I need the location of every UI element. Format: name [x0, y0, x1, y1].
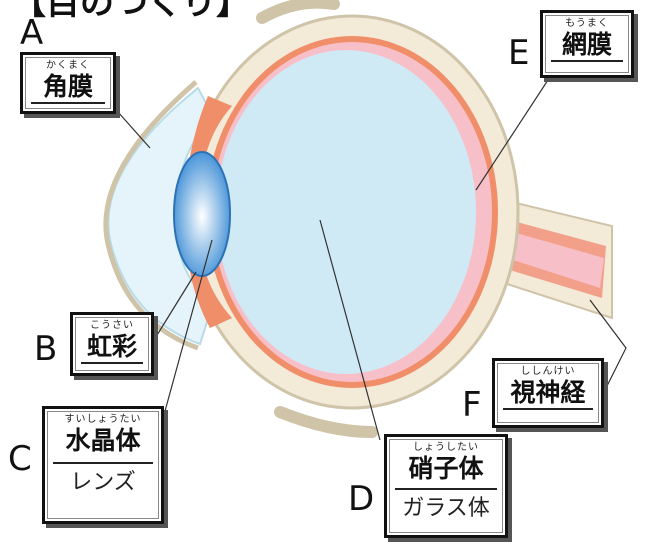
- term-vitreous: 硝子体: [395, 454, 497, 484]
- letter-f: F: [462, 388, 482, 422]
- ruby-optic-nerve: ししんけい: [495, 361, 601, 378]
- label-retina: もうまく 網膜: [540, 10, 634, 78]
- term-optic-nerve: 視神経: [503, 378, 593, 410]
- term-iris: 虹彩: [81, 332, 143, 364]
- letter-d: D: [348, 482, 374, 516]
- term-cornea: 角膜: [31, 72, 105, 104]
- ruby-cornea: かくまく: [23, 55, 113, 72]
- label-cornea: かくまく 角膜: [20, 52, 116, 114]
- vitreous-body: [216, 50, 476, 374]
- ruby-iris: こうさい: [73, 315, 151, 332]
- letter-e: E: [508, 36, 529, 70]
- label-vitreous: しょうしたい 硝子体 ガラス体: [384, 434, 508, 538]
- ruby-lens: すいしょうたい: [45, 409, 161, 426]
- ruby-retina: もうまく: [543, 13, 631, 30]
- label-lens: すいしょうたい 水晶体 レンズ: [42, 406, 164, 524]
- letter-b: B: [34, 332, 57, 366]
- letter-c: C: [8, 442, 32, 476]
- page-title: 【目のつくり】: [12, 0, 250, 20]
- term-lens: 水晶体: [53, 426, 153, 456]
- lens: [174, 152, 230, 276]
- term-retina: 網膜: [551, 30, 623, 62]
- sub-lens: レンズ: [53, 462, 153, 498]
- letter-a: A: [20, 16, 43, 50]
- upper-eyelid: [262, 3, 334, 18]
- label-iris: こうさい 虹彩: [70, 312, 154, 376]
- label-optic-nerve: ししんけい 視神経: [492, 358, 604, 428]
- lower-eyelid: [280, 412, 372, 432]
- sub-vitreous: ガラス体: [395, 488, 497, 524]
- ruby-vitreous: しょうしたい: [387, 437, 505, 454]
